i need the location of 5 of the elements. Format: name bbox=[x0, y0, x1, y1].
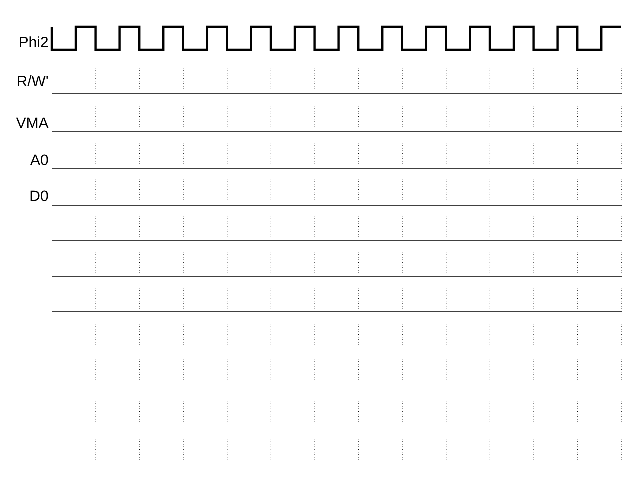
signal-label: Phi2 bbox=[20, 36, 48, 48]
signal-label: D0 bbox=[30, 190, 48, 202]
signal-label: A0 bbox=[30, 154, 48, 166]
signal-label: R/W' bbox=[18, 76, 48, 86]
signal-label: VMA bbox=[16, 118, 49, 128]
